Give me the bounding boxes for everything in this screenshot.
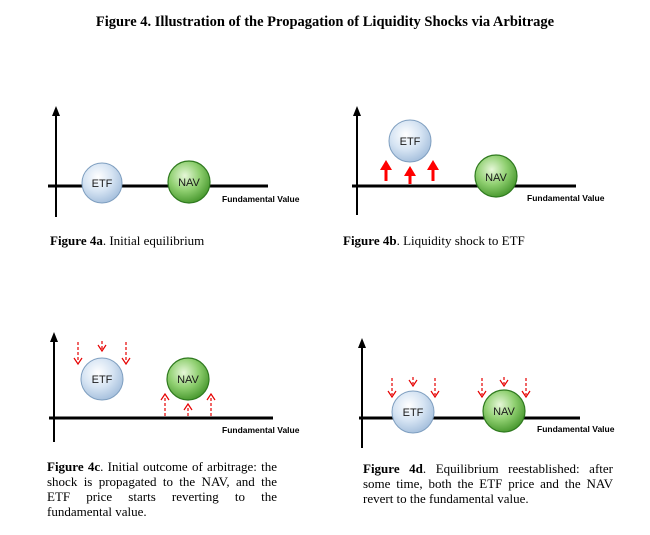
etf-label: ETF: [92, 374, 113, 386]
y-axis-arrowhead: [50, 332, 58, 342]
panel-4c-axes: Fundamental Value: [49, 332, 300, 442]
etf-ball: ETF: [388, 119, 432, 163]
nav-ball: NAV: [166, 357, 210, 401]
y-axis-arrowhead: [353, 106, 361, 116]
solid-up-arrow-icon: [380, 160, 392, 181]
panel-4b-axes: Fundamental Value: [352, 106, 605, 215]
dashed-down-arrow-icon: [97, 341, 107, 353]
dashed-down-arrow-icon: [408, 377, 418, 388]
y-axis-arrowhead: [52, 106, 60, 116]
figure-title: Figure 4. Illustration of the Propagatio…: [95, 14, 555, 30]
caption-label: Figure 4a: [50, 233, 103, 248]
etf-label: ETF: [403, 407, 424, 419]
nav-label: NAV: [178, 177, 200, 189]
etf-ball: ETF: [80, 357, 124, 401]
dashed-down-arrow-icon: [121, 342, 131, 366]
dashed-down-arrow-icon: [430, 378, 440, 399]
dashed-down-arrow-icon: [73, 342, 83, 366]
etf-label: ETF: [400, 136, 421, 148]
caption-label: Figure 4b: [343, 233, 397, 248]
caption-text: . Liquidity shock to ETF: [396, 233, 525, 248]
nav-ball: NAV: [474, 154, 518, 198]
nav-ball: NAV: [482, 389, 526, 433]
axis-label: Fundamental Value: [222, 425, 300, 435]
caption-label: Figure 4d: [363, 461, 423, 476]
dashed-down-arrow-icon: [387, 378, 397, 399]
caption-4b: Figure 4b. Liquidity shock to ETF: [343, 233, 623, 248]
axis-label: Fundamental Value: [527, 193, 605, 203]
dashed-down-arrow-icon: [477, 378, 487, 399]
solid-up-arrow-icon: [404, 166, 416, 184]
dashed-up-arrow-icon: [160, 392, 170, 416]
etf-ball: ETF: [391, 390, 435, 434]
dashed-up-arrow-icon: [206, 392, 216, 416]
caption-text: . Equilibrium reestablished: after some …: [363, 461, 613, 506]
axis-label: Fundamental Value: [222, 194, 300, 204]
dashed-down-arrow-icon: [499, 377, 509, 388]
shock-down-arrows: [387, 377, 531, 399]
caption-4c: Figure 4c. Initial outcome of arbitrage:…: [47, 459, 277, 519]
caption-4d: Figure 4d. Equilibrium reestablished: af…: [363, 461, 613, 506]
nav-label: NAV: [493, 406, 515, 418]
caption-text: . Initial outcome of arbitrage: the shoc…: [47, 459, 278, 519]
axis-label: Fundamental Value: [537, 424, 615, 434]
nav-label: NAV: [177, 374, 199, 386]
dashed-up-arrow-icon: [183, 402, 193, 416]
nav-ball: NAV: [167, 160, 211, 204]
dashed-down-arrow-icon: [521, 378, 531, 399]
caption-label: Figure 4c: [47, 459, 101, 474]
panel-4d-axes: Fundamental Value: [358, 338, 615, 448]
caption-4a: Figure 4a. Initial equilibrium: [50, 233, 330, 248]
shock-up-arrows: [380, 160, 439, 184]
etf-ball: ETF: [81, 162, 123, 204]
etf-label: ETF: [92, 178, 113, 190]
nav-label: NAV: [485, 172, 507, 184]
solid-up-arrow-icon: [427, 160, 439, 181]
shock-down-arrows: [73, 341, 131, 366]
caption-text: . Initial equilibrium: [102, 233, 205, 248]
shock-up-arrows: [160, 392, 216, 416]
y-axis-arrowhead: [358, 338, 366, 348]
